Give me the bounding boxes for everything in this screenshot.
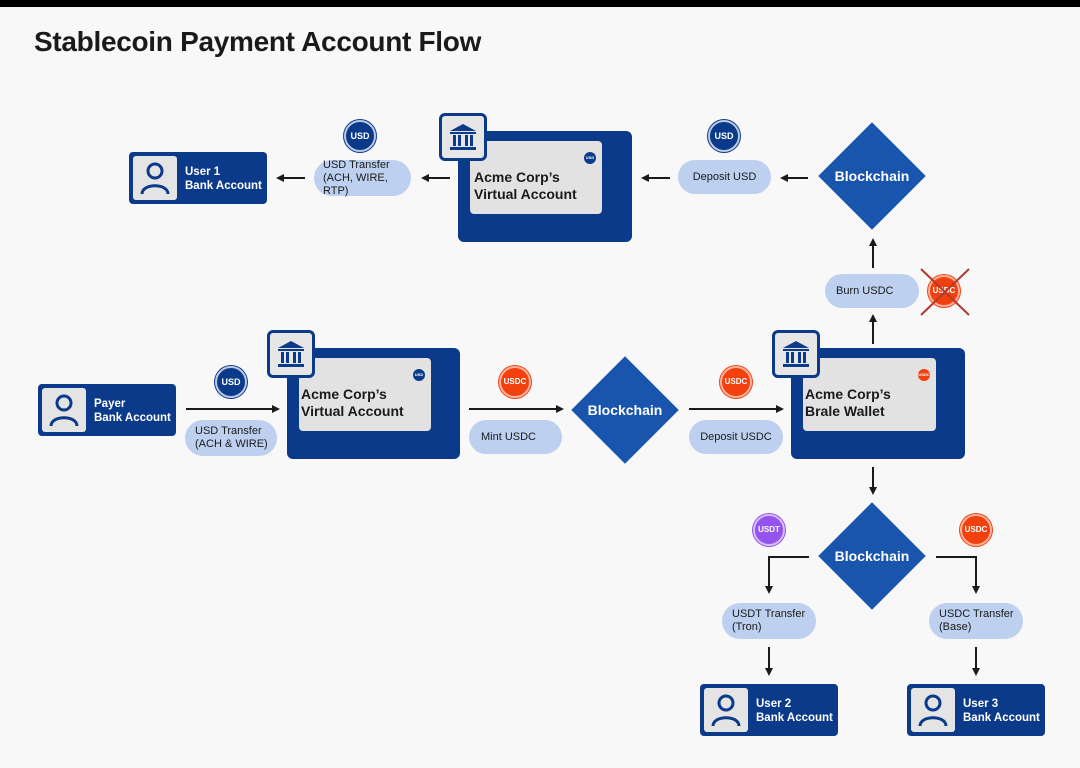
deposit-usd-step: Deposit USD bbox=[678, 160, 771, 194]
step-label: Burn USDC bbox=[836, 284, 894, 297]
step-sublabel: (ACH & WIRE) bbox=[195, 438, 268, 450]
burn-usdc-step: Burn USDC bbox=[825, 274, 919, 308]
user-avatar bbox=[133, 156, 177, 200]
usdc-transfer-step: USDC Transfer(Base) bbox=[929, 603, 1023, 639]
step-label: USDC Transfer bbox=[939, 608, 1014, 620]
usd-coin-icon: USD bbox=[215, 366, 247, 398]
step-label: USD Transfer bbox=[323, 158, 390, 171]
usd-coin-icon: USD bbox=[344, 120, 376, 152]
user-icon bbox=[711, 694, 741, 727]
usdt-transfer-step: USDT Transfer(Tron) bbox=[722, 603, 816, 639]
account-name: User 1 bbox=[185, 166, 221, 178]
arrow-blockchain-to-usdt bbox=[765, 556, 809, 594]
account-kind: Virtual Account bbox=[301, 403, 404, 419]
user-avatar bbox=[42, 388, 86, 432]
account-kind: Virtual Account bbox=[474, 186, 577, 202]
user3-bank-account: User 3 Bank Account bbox=[907, 684, 1045, 736]
page-title: Stablecoin Payment Account Flow bbox=[34, 26, 482, 57]
usdc-coin-icon: USDC bbox=[499, 366, 531, 398]
step-label: USD Transfer bbox=[195, 425, 262, 437]
usd-badge-icon: USD bbox=[584, 152, 596, 164]
blockchain-middle-node: Blockchain bbox=[571, 356, 679, 464]
account-type: Bank Account bbox=[94, 412, 171, 424]
step-label: Mint USDC bbox=[481, 430, 537, 443]
account-kind: Brale Wallet bbox=[805, 403, 885, 419]
account-type: Bank Account bbox=[756, 712, 833, 724]
account-owner: Acme Corp’s bbox=[474, 169, 560, 185]
bank-icon bbox=[439, 113, 487, 161]
account-name: User 2 bbox=[756, 698, 792, 710]
cross-icon bbox=[920, 268, 970, 316]
step-sublabel: (Tron) bbox=[732, 621, 762, 633]
step-sublabel: (ACH, WIRE, RTP) bbox=[323, 171, 388, 197]
account-type: Bank Account bbox=[963, 712, 1040, 724]
user-icon bbox=[918, 694, 948, 727]
user1-bank-account: User 1 Bank Account bbox=[129, 152, 267, 204]
blockchain-label: Blockchain bbox=[834, 548, 910, 564]
usd-transfer-out-step: USD Transfer(ACH, WIRE, RTP) bbox=[314, 158, 411, 197]
bank-icon bbox=[772, 330, 820, 378]
usdt-coin-icon: USDT bbox=[753, 514, 785, 546]
account-name: User 3 bbox=[963, 698, 999, 710]
account-type: Bank Account bbox=[185, 180, 262, 192]
step-sublabel: (Base) bbox=[939, 621, 972, 633]
account-owner: Acme Corp’s bbox=[301, 386, 387, 402]
blockchain-label: Blockchain bbox=[587, 402, 663, 418]
blockchain-label: Blockchain bbox=[834, 168, 910, 184]
step-label: Deposit USDC bbox=[700, 430, 772, 443]
usd-coin-icon: USD bbox=[708, 120, 740, 152]
user-icon bbox=[49, 394, 79, 427]
user2-bank-account: User 2 Bank Account bbox=[700, 684, 838, 736]
user-avatar bbox=[911, 688, 955, 732]
blockchain-top-node: Blockchain bbox=[818, 122, 926, 230]
usdc-coin-icon: USDC bbox=[720, 366, 752, 398]
step-label: Deposit USD bbox=[692, 170, 757, 183]
deposit-usdc-step: Deposit USDC bbox=[689, 420, 783, 454]
usdc-coin-icon: USDC bbox=[960, 514, 992, 546]
bank-icon bbox=[267, 330, 315, 378]
usd-transfer-in-step: USD Transfer(ACH & WIRE) bbox=[185, 420, 277, 456]
step-label: USDT Transfer bbox=[732, 608, 806, 620]
user-icon bbox=[140, 162, 170, 195]
mint-usdc-step: Mint USDC bbox=[469, 420, 562, 454]
usdc-badge-icon: USDC bbox=[918, 369, 930, 381]
usd-badge-icon: USD bbox=[413, 369, 425, 381]
blockchain-bottom-node: Blockchain bbox=[818, 502, 926, 610]
arrow-blockchain-to-usdc bbox=[936, 556, 980, 594]
account-owner: Acme Corp’s bbox=[805, 386, 891, 402]
top-bar bbox=[0, 0, 1080, 7]
user-avatar bbox=[704, 688, 748, 732]
account-name: Payer bbox=[94, 398, 126, 410]
